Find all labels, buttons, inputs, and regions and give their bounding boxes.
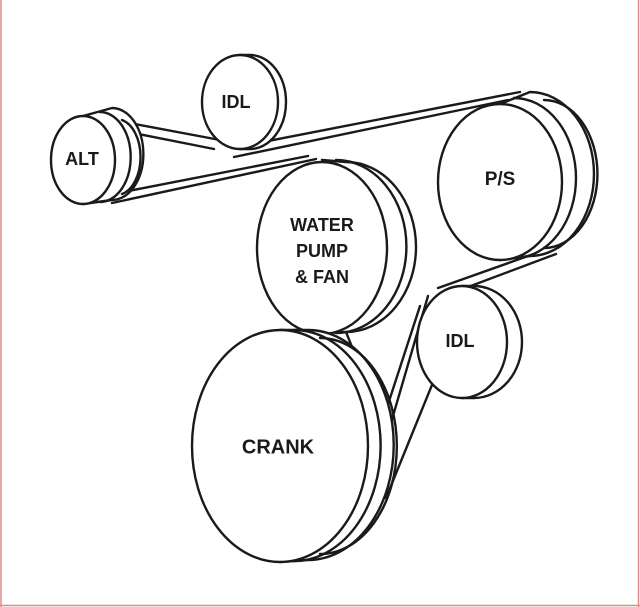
idl-top-pulley xyxy=(200,53,288,151)
idl-lower-label: IDL xyxy=(446,331,475,351)
crank-pulley xyxy=(190,328,399,564)
belt-alt-to-water-pump-inner xyxy=(116,154,310,195)
ps-pulley-groove xyxy=(512,96,578,260)
ps-pulley-groove-2 xyxy=(542,98,599,250)
crank-pulley-groove xyxy=(292,328,382,563)
alt-pulley-groove xyxy=(98,110,132,204)
alt-pulley-groove-2 xyxy=(120,118,142,196)
crank-label: CRANK xyxy=(242,436,315,458)
water-pump-label-line-1: WATER xyxy=(290,215,354,235)
belt-idl-top-to-ps xyxy=(230,90,522,150)
water-pump-pulley xyxy=(255,158,418,336)
ps-pulley-face xyxy=(436,102,564,262)
belt-idl-top-to-ps-inner xyxy=(232,98,510,159)
idl-lower-pulley xyxy=(415,284,524,400)
water-pump-pulley-groove xyxy=(334,158,408,335)
ps-label: P/S xyxy=(485,169,516,190)
belt-alt-to-water-pump xyxy=(110,157,318,205)
idl-lower-pulley-face xyxy=(415,284,509,400)
idl-top-label: IDL xyxy=(222,92,251,112)
water-pump-label-line-3: & FAN xyxy=(295,267,349,287)
alt-pulley-face xyxy=(49,114,117,206)
idl-top-pulley-face xyxy=(200,53,280,151)
crank-pulley-groove-2 xyxy=(318,336,399,556)
alt-pulley xyxy=(49,106,145,206)
ps-pulley xyxy=(436,90,599,262)
alt-label: ALT xyxy=(65,149,99,169)
crank-pulley-face xyxy=(190,328,370,564)
water-pump-label-line-2: PUMP xyxy=(296,241,348,261)
